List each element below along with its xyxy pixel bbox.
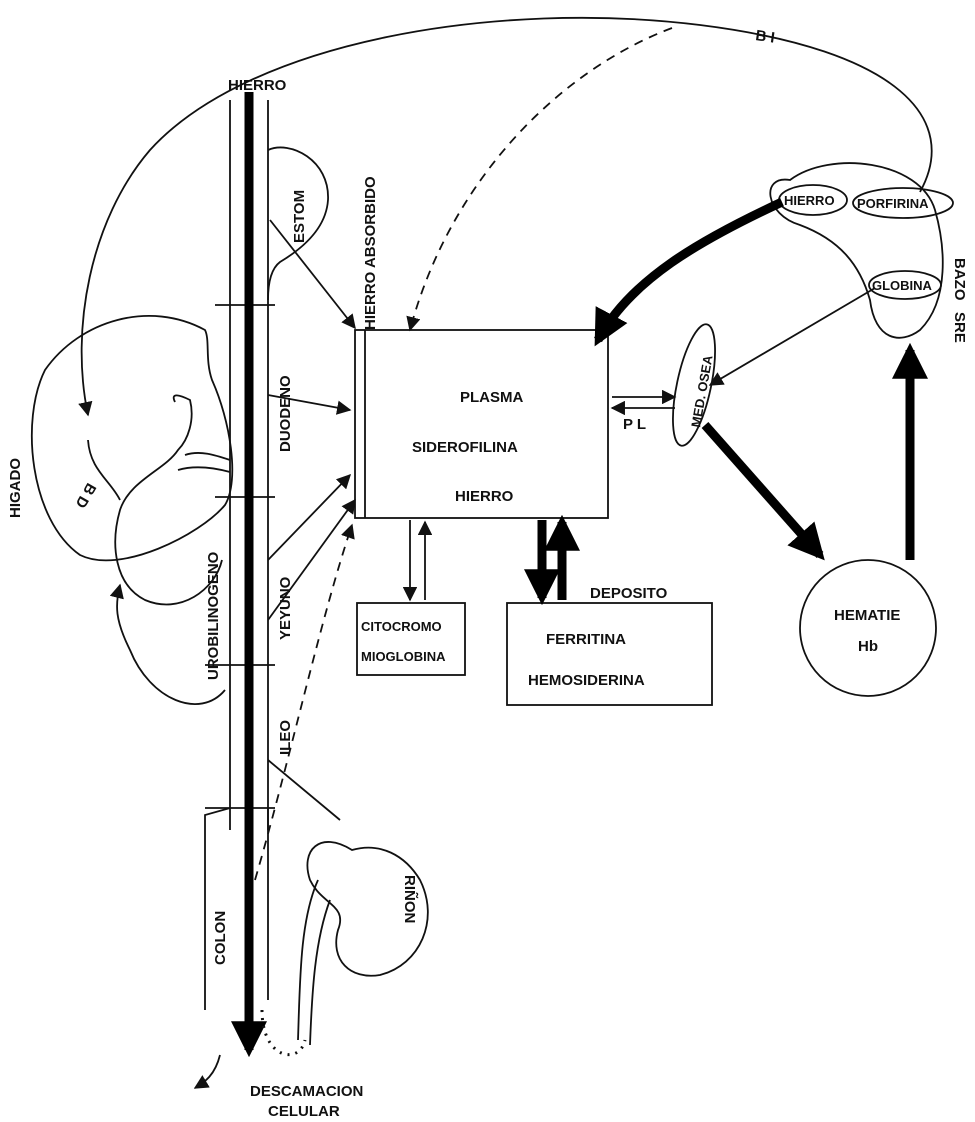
duct-outline-2	[178, 467, 230, 472]
dashed-arrow-bottom	[255, 525, 352, 880]
plasma-line-3: HIERRO	[455, 488, 514, 505]
label-hierro-absorbido: HIERRO ABSORBIDO	[362, 176, 379, 330]
label-yeyuno: YEYUNO	[277, 576, 294, 640]
label-higado: HIGADO	[7, 458, 24, 518]
deposito-box	[507, 603, 712, 705]
liver-outline	[32, 316, 232, 560]
label-pl: P L	[623, 416, 646, 433]
label-bi: B I	[754, 27, 775, 47]
hematie-circle	[800, 560, 936, 696]
label-descamacion-1: DESCAMACION	[250, 1083, 363, 1100]
citocromo-line-1: CITOCROMO	[361, 619, 442, 634]
duct-outline	[185, 453, 230, 460]
label-urobilinogeno: UROBILINOGENO	[205, 551, 222, 680]
deposito-line-2: HEMOSIDERINA	[528, 672, 645, 689]
label-sre: SRE	[951, 312, 968, 343]
plasma-line-1: PLASMA	[460, 389, 524, 406]
label-med-osea: MED. OSEA	[688, 353, 716, 428]
ureter-line	[298, 880, 318, 1040]
ureter-line-2	[310, 900, 330, 1045]
label-descamacion-2: CELULAR	[268, 1103, 340, 1120]
hematie-line-2: Hb	[858, 638, 878, 655]
globina-to-med-osea	[710, 288, 875, 385]
excretion-arrow	[195, 1055, 220, 1088]
label-bazo: BAZO	[951, 258, 968, 301]
label-ileo: ILEO	[277, 720, 294, 755]
kidney-link	[268, 760, 340, 820]
label-colon: COLON	[212, 911, 229, 965]
label-duodeno: DUODENO	[277, 375, 294, 452]
deposito-line-1: FERRITINA	[546, 631, 626, 648]
absorption-arrow	[268, 475, 350, 560]
citocromo-box	[357, 603, 465, 675]
label-bazo-hierro: HIERRO	[784, 193, 835, 208]
label-deposito: DEPOSITO	[590, 585, 668, 602]
label-rinon: RIÑON	[401, 875, 419, 923]
dashed-arrow-top	[410, 28, 672, 330]
label-globina: GLOBINA	[872, 278, 933, 293]
med-osea-to-hematie	[705, 425, 820, 555]
bi-arc-arrow	[82, 18, 932, 415]
label-hierro-top: HIERRO	[228, 77, 287, 94]
hierro-to-plasma-arrow	[598, 202, 782, 340]
label-porfirina: PORFIRINA	[857, 196, 929, 211]
plasma-line-2: SIDEROFILINA	[412, 439, 518, 456]
citocromo-line-2: MIOGLOBINA	[361, 649, 446, 664]
hematie-line-1: HEMATIE	[834, 607, 900, 624]
label-bd: B D	[72, 480, 100, 511]
label-estom: ESTOM	[291, 190, 308, 243]
